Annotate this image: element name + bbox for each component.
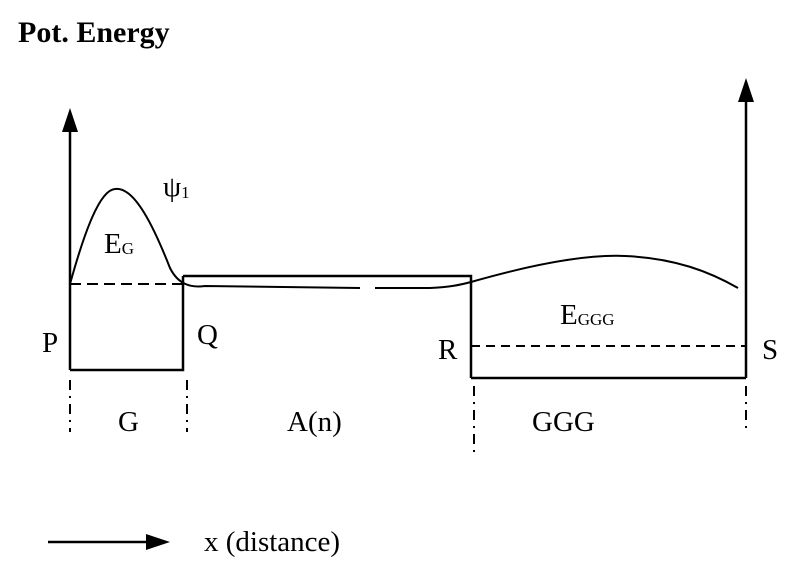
left-axis-arrow <box>62 108 78 370</box>
wavefunction-label: ψ1 <box>163 171 190 203</box>
barrier-an-potential <box>183 274 473 378</box>
energy-g-label: EG <box>104 228 134 260</box>
point-p-label: P <box>42 327 58 359</box>
diagram-title: Pot. Energy <box>18 16 170 49</box>
well-g-potential <box>70 276 185 372</box>
wavefunction-curve <box>69 187 739 289</box>
x-axis-label: x (distance) <box>204 526 340 558</box>
region-ggg-label: GGG <box>532 406 595 438</box>
region-g-label: G <box>118 406 139 438</box>
region-an-label: A(n) <box>287 406 342 438</box>
energy-ggg-label: EGGG <box>560 299 615 331</box>
right-wall-arrow <box>738 78 754 378</box>
point-r-label: R <box>438 334 458 366</box>
point-q-label: Q <box>197 319 218 351</box>
x-direction-arrow <box>48 534 170 550</box>
point-s-label: S <box>762 334 778 366</box>
